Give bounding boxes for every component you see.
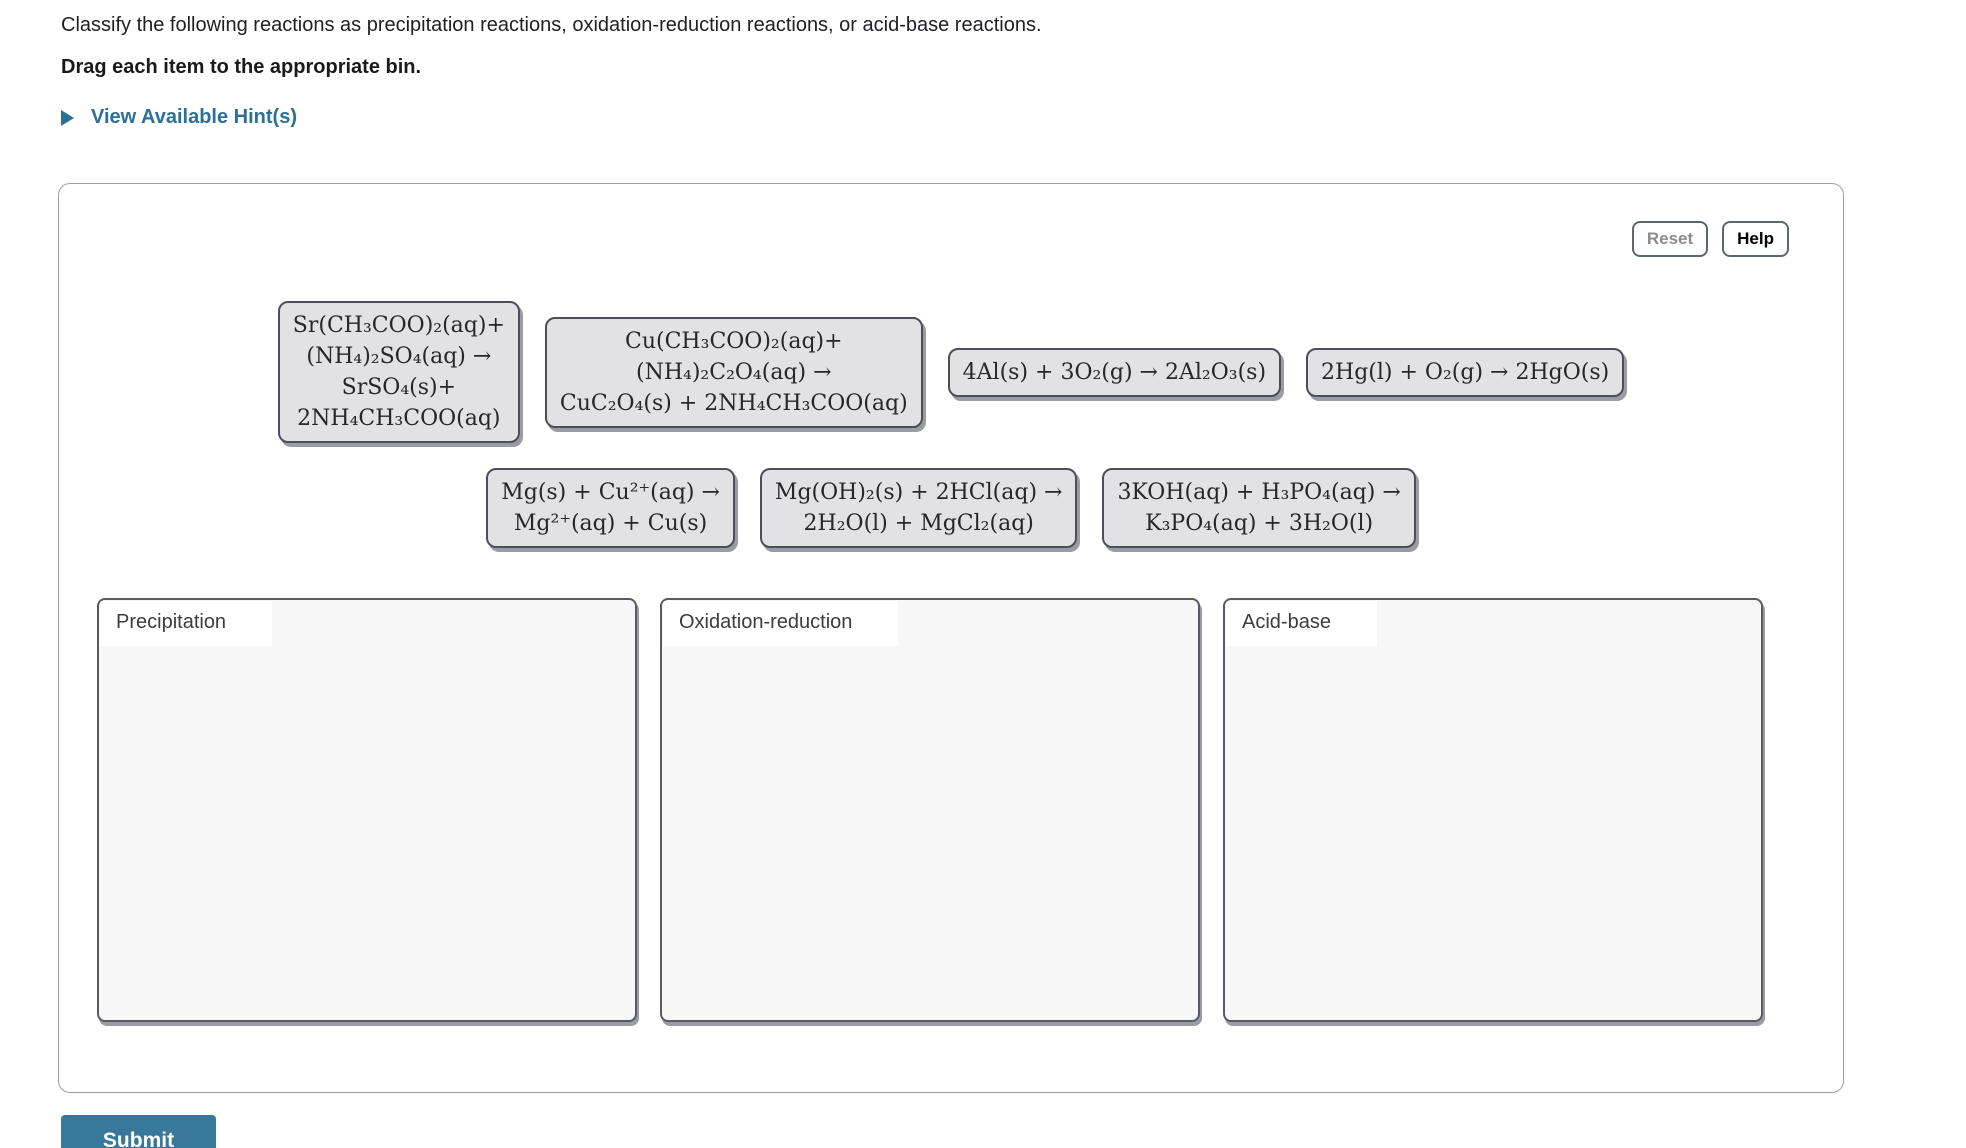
- drag-item-koh-h3po4-reaction[interactable]: 3KOH(aq) + H₃PO₄(aq) → K₃PO₄(aq) + 3H₂O(…: [1102, 468, 1416, 548]
- drag-item-cu-acetate-reaction[interactable]: Cu(CH₃COO)₂(aq)+ (NH₄)₂C₂O₄(aq) → CuC₂O₄…: [544, 316, 923, 428]
- bin-acid-base-label: Acid-base: [1226, 601, 1377, 646]
- bin-precipitation[interactable]: Precipitation: [97, 598, 637, 1022]
- bin-acid-base[interactable]: Acid-base: [1223, 598, 1763, 1022]
- drag-item-mg-cu-reaction[interactable]: Mg(s) + Cu²⁺(aq) → Mg²⁺(aq) + Cu(s): [486, 468, 735, 548]
- drag-instruction: Drag each item to the appropriate bin.: [61, 56, 422, 78]
- submit-button[interactable]: Submit: [61, 1115, 216, 1148]
- question-instruction: Classify the following reactions as prec…: [61, 14, 1042, 36]
- draggable-items-area: Sr(CH₃COO)₂(aq)+ (NH₄)₂SO₄(aq) → SrSO₄(s…: [59, 184, 1843, 548]
- bin-oxidation-reduction[interactable]: Oxidation-reduction: [660, 598, 1200, 1022]
- view-hints-link[interactable]: View Available Hint(s): [61, 106, 1966, 129]
- hint-expand-triangle-icon: [61, 109, 74, 126]
- classification-bins: Precipitation Oxidation-reduction Acid-b…: [97, 598, 1843, 1022]
- drag-item-sr-acetate-reaction[interactable]: Sr(CH₃COO)₂(aq)+ (NH₄)₂SO₄(aq) → SrSO₄(s…: [277, 301, 520, 443]
- drag-item-al-oxidation-reaction[interactable]: 4Al(s) + 3O₂(g) → 2Al₂O₃(s): [947, 347, 1282, 397]
- board-controls: Reset Help: [1631, 221, 1789, 257]
- bin-precipitation-label: Precipitation: [100, 601, 273, 646]
- drag-item-hg-oxidation-reaction[interactable]: 2Hg(l) + O₂(g) → 2HgO(s): [1306, 347, 1625, 397]
- items-row-2: Mg(s) + Cu²⁺(aq) → Mg²⁺(aq) + Cu(s) Mg(O…: [486, 468, 1416, 548]
- help-button[interactable]: Help: [1722, 221, 1789, 257]
- items-row-1: Sr(CH₃COO)₂(aq)+ (NH₄)₂SO₄(aq) → SrSO₄(s…: [277, 301, 1625, 443]
- drag-and-drop-board: Reset Help Sr(CH₃COO)₂(aq)+ (NH₄)₂SO₄(aq…: [58, 183, 1844, 1093]
- drag-item-mgoh2-hcl-reaction[interactable]: Mg(OH)₂(s) + 2HCl(aq) → 2H₂O(l) + MgCl₂(…: [759, 468, 1078, 548]
- reset-button[interactable]: Reset: [1631, 221, 1709, 257]
- hint-link-label: View Available Hint(s): [91, 106, 297, 128]
- bin-oxidation-reduction-label: Oxidation-reduction: [663, 601, 899, 646]
